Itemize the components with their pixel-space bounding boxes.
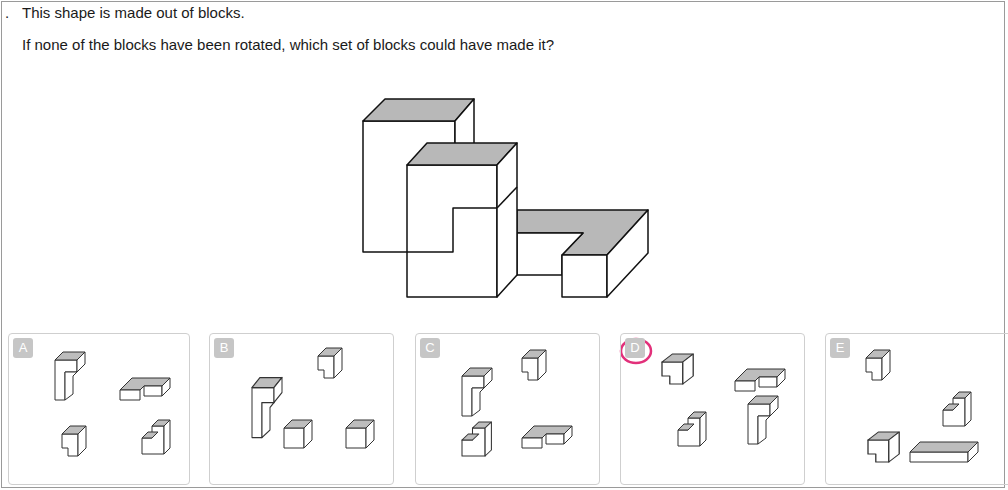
option-pieces [55,348,978,462]
option-panel: E [825,333,1008,485]
question-number: . [5,4,9,22]
option-panel: D [620,333,805,485]
option-letter: E [830,338,850,358]
question-text: If none of the blocks have been rotated,… [22,36,554,54]
target-shape [363,99,648,297]
answer-mark [621,339,651,363]
option-letter: B [214,338,234,358]
option-letter: D [625,338,645,358]
option-panel: C [415,333,600,485]
question-text: This shape is made out of blocks. [22,4,245,22]
option-letter: A [13,338,33,358]
option-panel: B [209,333,394,485]
option-panel: A [8,333,190,485]
option-letter: C [420,338,440,358]
